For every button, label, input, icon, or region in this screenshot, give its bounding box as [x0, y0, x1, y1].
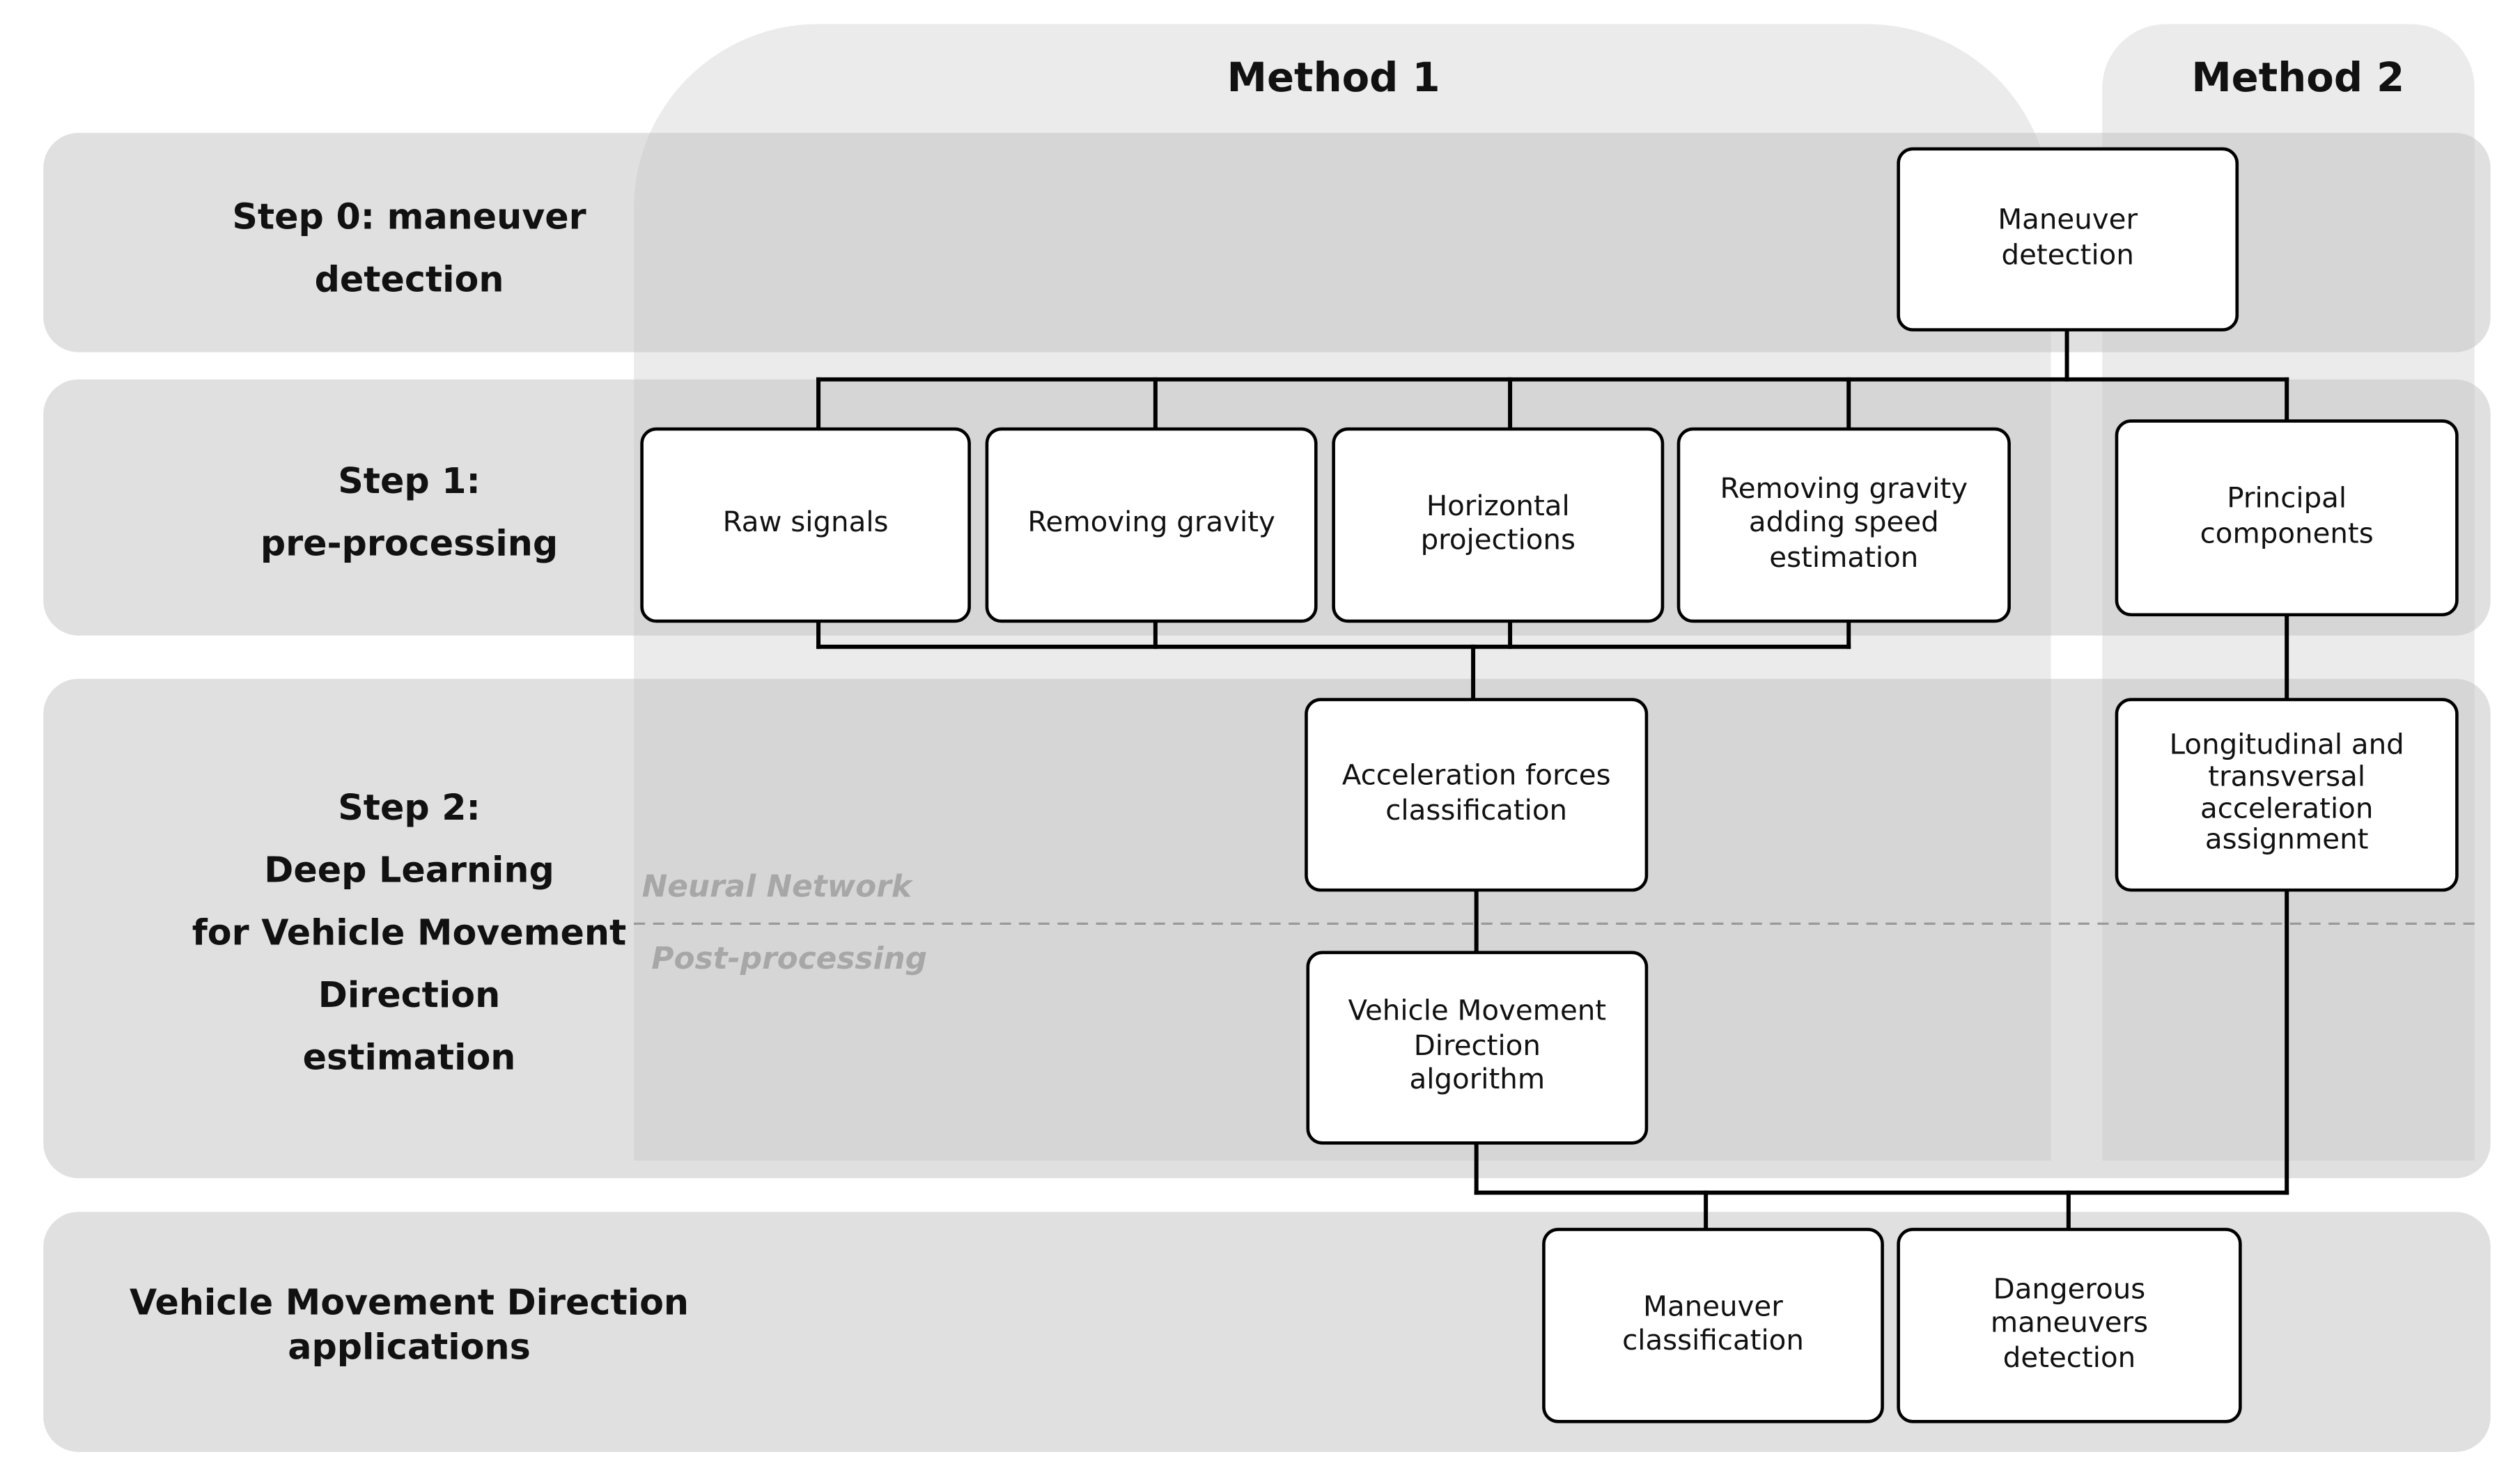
principal-components-text: Principal components: [2200, 483, 2374, 550]
neural-network-tag: Neural Network: [641, 869, 912, 905]
removing-gravity-box: Removing gravity: [985, 427, 1318, 623]
maneuver-classification-text: Maneuver classification: [1622, 1291, 1804, 1358]
raw-signals-text: Raw signals: [722, 508, 889, 540]
vmd-algorithm-box: Vehicle Movement Direction algorithm: [1306, 951, 1649, 1145]
raw-signals-box: Raw signals: [640, 427, 971, 623]
step1-label-line: pre-processing: [260, 525, 559, 565]
method1-title: Method 1: [1227, 54, 1440, 101]
post-processing-tag: Post-processing: [651, 941, 927, 977]
step2-label-line: Direction: [318, 976, 501, 1017]
maneuver-classification-box: Maneuver classification: [1542, 1228, 1884, 1423]
horizontal-projections-text: Horizontal projections: [1420, 490, 1576, 557]
maneuver-detection-box: Maneuver detection: [1897, 147, 2239, 331]
removing-gravity-speed-text: Removing gravity adding speed estimation: [1720, 474, 1968, 575]
step1-label-line: Step 1:: [338, 462, 481, 503]
acceleration-forces-text: Acceleration forces classification: [1341, 760, 1611, 827]
step1-label: Step 1: pre-processing: [128, 451, 690, 576]
longitudinal-transversal-box: Longitudinal and transversal acceleratio…: [2115, 698, 2459, 892]
dangerous-maneuvers-text: Dangerous maneuvers detection: [1990, 1274, 2149, 1375]
maneuver-detection-text: Maneuver detection: [1998, 205, 2138, 272]
applications-label-line: applications: [288, 1329, 531, 1369]
step0-label: Step 0: maneuver detection: [128, 187, 690, 312]
step2-label-line: estimation: [302, 1038, 516, 1079]
dangerous-maneuvers-box: Dangerous maneuvers detection: [1897, 1228, 2242, 1423]
step2-label-line: Deep Learning: [264, 851, 554, 892]
principal-components-box: Principal components: [2115, 419, 2459, 617]
removing-gravity-speed-box: Removing gravity adding speed estimation: [1676, 427, 2011, 623]
horizontal-projections-box: Horizontal projections: [1332, 427, 1665, 623]
step2-label-line: for Vehicle Movement: [192, 914, 627, 955]
step2-label-line: Step 2:: [338, 789, 481, 829]
method2-title: Method 2: [2191, 54, 2405, 101]
vmd-algorithm-text: Vehicle Movement Direction algorithm: [1348, 996, 1607, 1098]
acceleration-forces-box: Acceleration forces classification: [1305, 698, 1649, 892]
applications-label-line: Vehicle Movement Direction: [130, 1283, 689, 1325]
step0-label-line: Step 0: maneuver: [232, 198, 586, 239]
longitudinal-transversal-text: Longitudinal and transversal acceleratio…: [2169, 730, 2404, 857]
step2-label: Step 2: Deep Learning for Vehicle Moveme…: [128, 778, 690, 1090]
applications-label: Vehicle Movement Direction applications: [48, 1282, 770, 1372]
removing-gravity-text: Removing gravity: [1027, 508, 1275, 540]
step2-band: [43, 678, 2491, 1178]
step0-label-line: detection: [314, 260, 504, 302]
